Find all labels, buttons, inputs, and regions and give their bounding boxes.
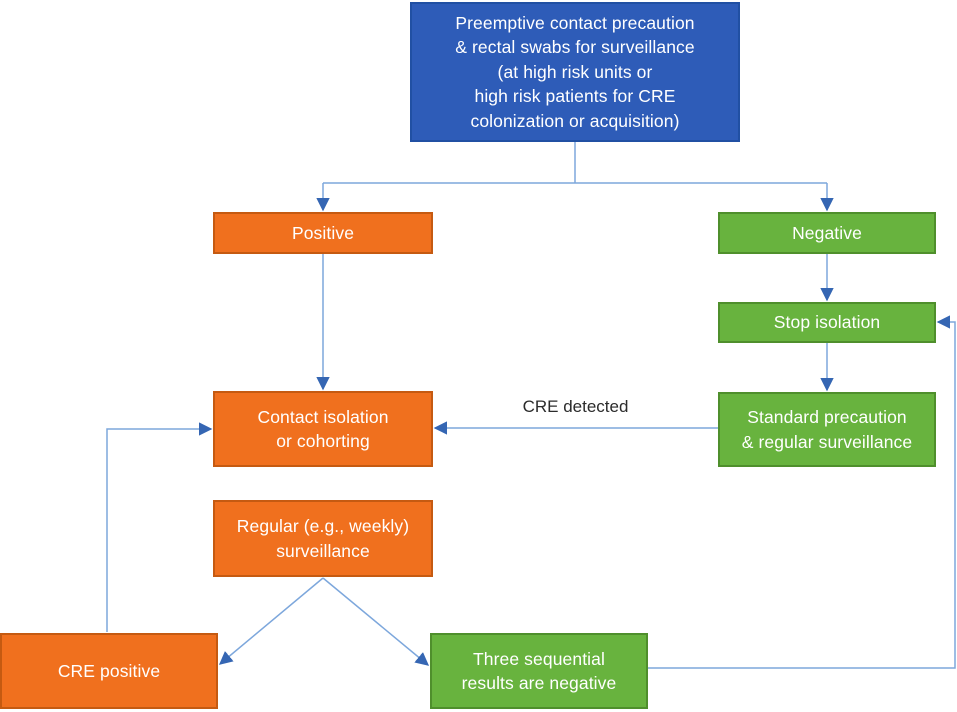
node-standard-precaution: Standard precaution & regular surveillan… [718,392,936,467]
edge-label-cre-detected: CRE detected [522,397,629,416]
node-three-sequential-negative: Three sequential results are negative [430,633,648,709]
connector-crepositive-to-contact [106,422,213,632]
node-regular-surveillance: Regular (e.g., weekly) surveillance [213,500,433,577]
node-contact-isolation: Contact isolation or cohorting [213,391,433,467]
node-preemptive-precaution: Preemptive contact precaution & rectal s… [410,2,740,142]
node-positive: Positive [213,212,433,254]
node-stop-isolation: Stop isolation [718,302,936,343]
node-cre-positive: CRE positive [0,633,218,709]
node-negative: Negative [718,212,936,254]
connector-regular-to-crepositive [218,577,324,665]
connector-threeseq-to-stop [648,315,956,669]
connector-regular-to-threeseq [322,577,430,666]
